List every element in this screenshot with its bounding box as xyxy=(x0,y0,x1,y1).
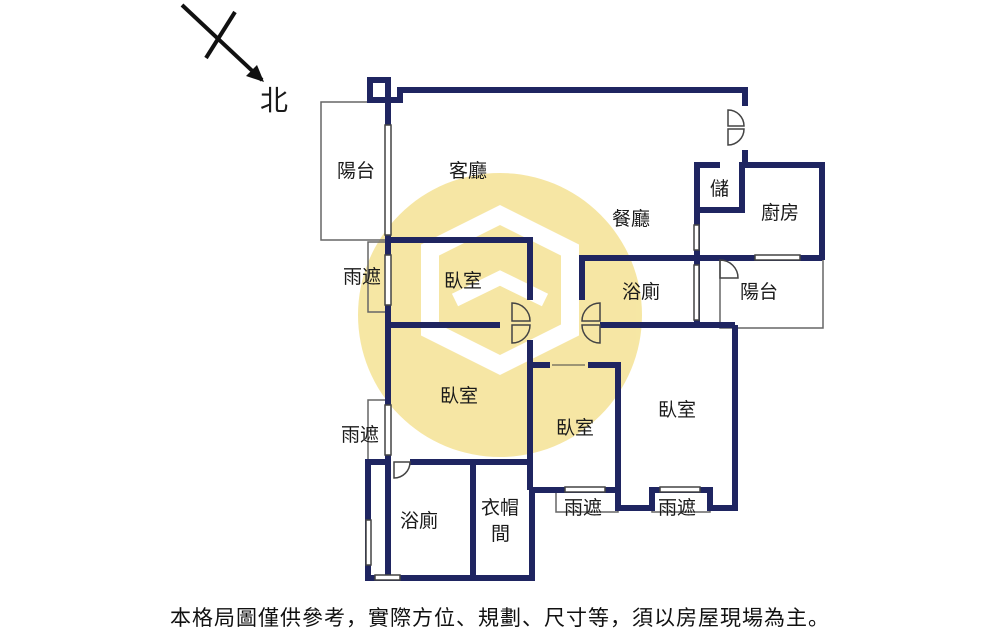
canopy-bottom-2-label: 雨遮 xyxy=(658,497,696,519)
balcony-kitchen-label: 陽台 xyxy=(740,281,778,303)
balcony-top-label: 陽台 xyxy=(337,160,375,182)
canopy-left-lower-label: 雨遮 xyxy=(341,424,379,446)
cloakroom-label-line2: 間 xyxy=(491,523,510,545)
kitchen-label: 廚房 xyxy=(761,201,799,224)
canopy-left-upper-label: 雨遮 xyxy=(343,266,381,288)
door-swings xyxy=(393,109,745,479)
bedroom-4-label: 臥室 xyxy=(658,399,696,421)
storage-label: 儲 xyxy=(710,178,729,200)
cloakroom-label-line1: 衣帽 xyxy=(481,497,519,519)
disclaimer-text: 本格局圖僅供參考，實際方位、規劃、尺寸等，須以房屋現場為主。 xyxy=(170,606,830,630)
north-arrow-icon xyxy=(180,3,264,82)
bath-1-label: 浴廁 xyxy=(400,509,438,532)
watermark-logo xyxy=(358,173,642,457)
bedroom-1-label: 臥室 xyxy=(444,270,482,292)
north-label: 北 xyxy=(260,84,288,117)
dining-room-label: 餐廳 xyxy=(612,208,650,230)
bath-2-label: 浴廁 xyxy=(622,280,660,303)
bedroom-3-label: 臥室 xyxy=(556,417,594,439)
living-room-label: 客廳 xyxy=(449,160,487,182)
room-labels: 陽台 客廳 餐廳 儲 廚房 雨遮 臥室 浴廁 陽台 臥室 臥室 臥室 雨遮 衣帽… xyxy=(337,160,799,545)
canopy-bottom-1-label: 雨遮 xyxy=(564,497,602,519)
floor-plan: 北 xyxy=(180,3,825,581)
bedroom-2-label: 臥室 xyxy=(440,385,478,407)
windows xyxy=(365,124,801,581)
